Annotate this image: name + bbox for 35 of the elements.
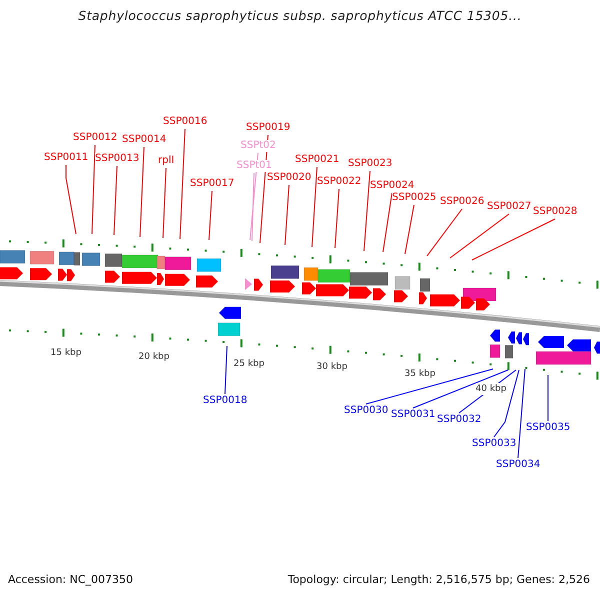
leader-line — [412, 370, 508, 408]
leader-line — [404, 204, 414, 254]
leader-line — [312, 166, 318, 248]
leader-line — [162, 168, 166, 238]
leader-line — [284, 184, 290, 246]
leader-line — [250, 152, 258, 240]
leader-line — [208, 190, 212, 240]
scale-label: 15 kbp — [50, 347, 82, 359]
leader-line — [92, 144, 96, 234]
leader-line — [114, 166, 118, 236]
leader-line — [140, 146, 144, 238]
leader-line — [426, 208, 462, 256]
scale-label: 35 kbp — [404, 368, 436, 380]
leader-line — [382, 192, 392, 252]
scale-label: 40 kbp — [476, 383, 506, 395]
leader-line — [334, 188, 340, 248]
leader-line — [224, 346, 228, 394]
gene-label: SSPt02 — [240, 140, 276, 152]
leader-line — [252, 172, 254, 242]
gene-label: rplI — [158, 155, 174, 167]
leader-line — [364, 170, 370, 252]
leader-line — [518, 368, 526, 458]
leader-line — [66, 164, 76, 234]
leader-line — [450, 214, 510, 258]
scale-label: 25 kbp — [234, 358, 264, 370]
scale-label: 20 kbp — [138, 351, 170, 363]
title: Staphylococcus saprophyticus subsp. saprophyticus ATCC 15305... — [77, 10, 523, 22]
scale-label: 30 kbp — [316, 361, 348, 373]
footer-text: Topology: circular; Length: 2,516,575 bp; Genes: 2,526 — [288, 574, 590, 586]
leader-line — [494, 370, 520, 438]
leader-line — [366, 368, 494, 404]
footer-text: Accession: NC_007350 — [8, 574, 134, 586]
leader-line — [472, 218, 556, 260]
gene-label: SSPt01 — [236, 160, 272, 172]
leader-line — [180, 128, 186, 240]
